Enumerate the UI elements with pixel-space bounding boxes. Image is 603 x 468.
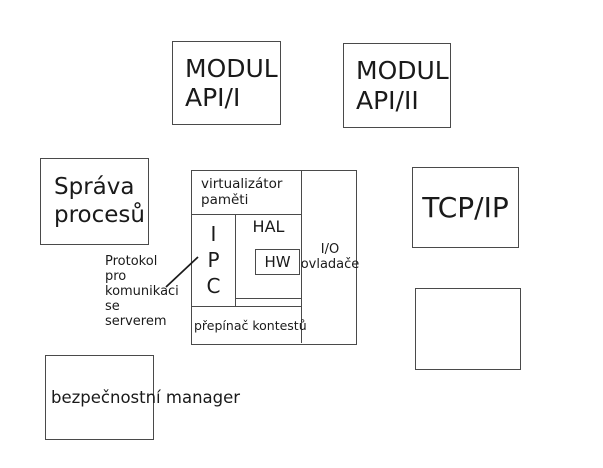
hw-box: HW xyxy=(255,249,300,275)
hal-bottom-line xyxy=(235,298,301,300)
bezpecnostni-manager-label: bezpečnostní manager xyxy=(51,387,241,407)
io-column-divider-line xyxy=(301,171,303,344)
protokol-annotation: Protokol pro komunikaci se serverem xyxy=(105,254,179,329)
hw-label: HW xyxy=(264,253,291,271)
hal-label: HAL xyxy=(252,217,285,236)
prepinac-top-line xyxy=(192,306,301,308)
ipc-letter-p: P xyxy=(207,248,220,272)
tcp-ip-box: TCP/IP xyxy=(412,167,519,248)
bezpecnostni-manager-box: bezpečnostní manager xyxy=(45,355,241,440)
io-ovladace-label: I/O ovladače xyxy=(300,242,360,272)
empty-box xyxy=(415,288,521,370)
virtualizator-pameti-label: virtualizátor paměti xyxy=(201,176,283,208)
virtualizator-divider-line xyxy=(192,214,301,216)
prepinac-kontestu-cell: přepínač kontestů xyxy=(192,307,307,343)
modul-api-2-box: MODUL API/II xyxy=(343,43,451,128)
sprava-procesu-box: Správa procesů xyxy=(40,158,149,245)
ipc-cell: I P C xyxy=(192,214,235,306)
modul-api-2-label: MODUL API/II xyxy=(356,56,449,115)
ipc-letter-c: C xyxy=(206,274,221,298)
kernel-composite-box: virtualizátor paměti I P C HAL HW I/O ov… xyxy=(191,170,360,345)
ipc-letter-i: I xyxy=(210,222,217,246)
prepinac-kontestu-label: přepínač kontestů xyxy=(194,317,307,333)
modul-api-1-label: MODUL API/I xyxy=(185,53,278,113)
modul-api-1-box: MODUL API/I xyxy=(172,41,281,125)
tcp-ip-label: TCP/IP xyxy=(422,191,509,224)
sprava-procesu-label: Správa procesů xyxy=(54,173,145,228)
protokol-pointer-line xyxy=(165,256,199,288)
ipc-hal-divider-line xyxy=(235,214,237,306)
